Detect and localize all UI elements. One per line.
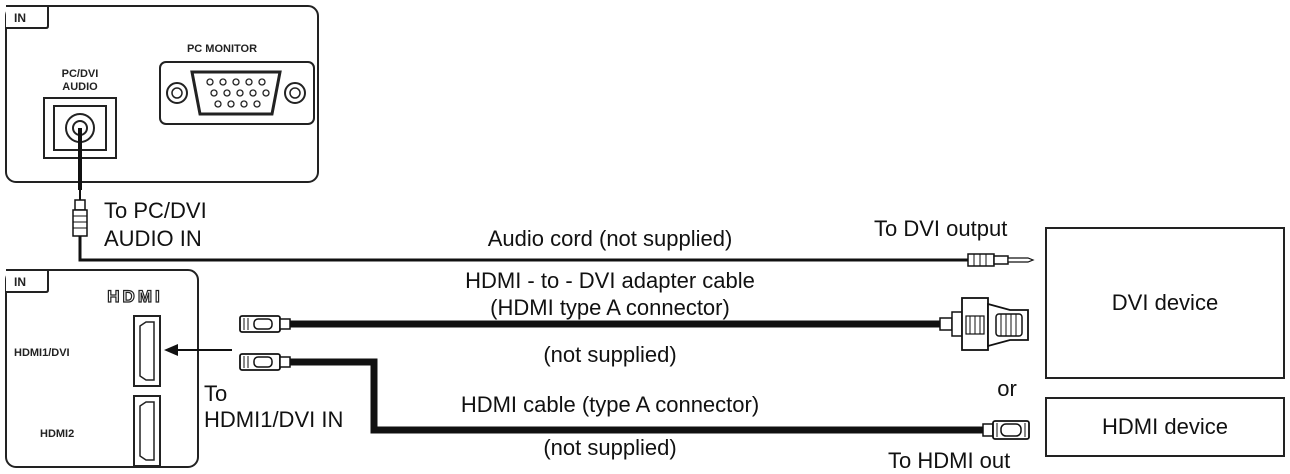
adapter-cable-label-line2: (HDMI type A connector)	[490, 295, 730, 320]
to-hdmi1-label-line2: HDMI1/DVI IN	[204, 407, 344, 432]
to-pc-dvi-audio-label-line1: To PC/DVI	[104, 198, 207, 223]
hdmi-plug-right-icon	[982, 420, 1030, 440]
dvi-device-box	[1045, 227, 1285, 379]
hdmi1-port-icon	[133, 315, 161, 387]
to-pc-dvi-audio-label-line2: AUDIO IN	[104, 226, 202, 251]
hdmi-to-dvi-cable	[239, 297, 1029, 351]
audio-cord-label: Audio cord (not supplied)	[487, 226, 733, 251]
mini-plug-right-icon	[967, 253, 1035, 267]
or-label: or	[997, 376, 1017, 401]
to-hdmi1-label-line1: To	[204, 381, 228, 406]
hdmi-cable-label: HDMI cable (type A connector)	[460, 392, 760, 417]
pc-dvi-audio-label-line1: PC/DVI	[62, 68, 99, 80]
bottom-panel-tag: IN	[14, 275, 26, 289]
hdmi1-port-label: HDMI1/DVI	[14, 347, 70, 359]
hdmi2-port-icon	[133, 395, 161, 467]
hdmi-not-supplied-label: (not supplied)	[543, 435, 677, 460]
top-panel-tag: IN	[14, 11, 26, 25]
pc-dvi-audio-label-line2: AUDIO	[62, 81, 98, 93]
dvi-plug-icon	[939, 297, 1029, 351]
hdmi2-port-label: HDMI2	[40, 428, 74, 440]
hdmi-plug-left-icon	[239, 315, 291, 333]
pc-monitor-label: PC MONITOR	[187, 43, 257, 55]
hdmi-device-label: HDMI device	[1102, 414, 1228, 439]
vga-port-icon	[166, 70, 306, 116]
hdmi-device-box	[1045, 397, 1285, 457]
adapter-not-supplied-label: (not supplied)	[543, 342, 677, 367]
hdmi-logo: HDMI	[107, 287, 162, 306]
input-arrow	[164, 344, 232, 356]
mini-plug-icon	[72, 190, 88, 237]
hdmi-plug-left2-icon	[239, 353, 291, 371]
to-hdmi-out-label: To HDMI out	[888, 448, 1011, 473]
top-input-panel: IN PC MONITOR PC/DVI AUDIO	[5, 5, 319, 183]
adapter-cable-label-line1: HDMI - to - DVI adapter cable	[465, 268, 755, 293]
to-dvi-output-label: To DVI output	[874, 216, 1008, 241]
hdmi-cable	[239, 353, 1030, 440]
dvi-device-label: DVI device	[1111, 290, 1219, 315]
audio-cord	[72, 128, 1035, 267]
bottom-input-panel: IN HDMI HDMI1/DVI HDMI2	[5, 269, 199, 468]
